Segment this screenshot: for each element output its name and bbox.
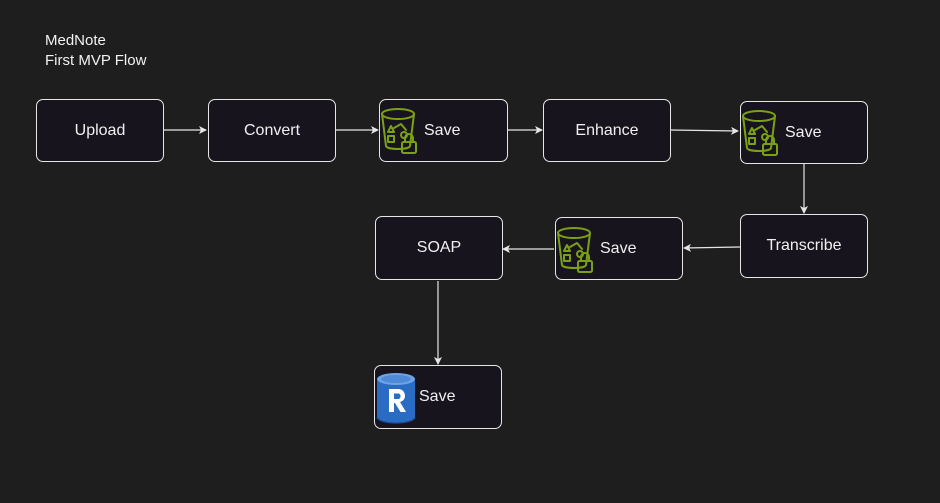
node-save-bucket-1-label: Save <box>424 121 461 139</box>
node-save-bucket-3[interactable]: Save <box>555 217 683 280</box>
node-save-bucket-2[interactable]: Save <box>740 101 868 164</box>
storage-bucket-lock-icon <box>380 106 424 156</box>
node-soap-label: SOAP <box>416 239 462 256</box>
node-convert-label: Convert <box>243 121 301 139</box>
node-upload-label: Upload <box>74 121 126 139</box>
redis-database-icon <box>375 371 417 425</box>
node-upload[interactable]: Upload <box>36 99 164 162</box>
diagram-title: MedNote First MVP Flow <box>45 31 146 71</box>
node-soap[interactable]: SOAP <box>375 216 503 280</box>
connector-transcribe-to-save <box>683 243 741 252</box>
storage-bucket-lock-icon <box>741 108 785 158</box>
node-save-bucket-2-label: Save <box>785 123 822 141</box>
diagram-title-line-2: First MVP Flow <box>45 52 147 69</box>
node-enhance-label: Enhance <box>575 121 639 139</box>
node-enhance[interactable]: Enhance <box>543 99 671 162</box>
node-save-bucket-1[interactable]: Save <box>379 99 508 162</box>
node-save-database-label: Save <box>419 388 456 405</box>
node-convert[interactable]: Convert <box>208 99 336 162</box>
storage-bucket-lock-icon <box>556 225 600 275</box>
connector-enhance-to-save <box>669 126 739 135</box>
node-save-bucket-3-label: Save <box>600 239 637 257</box>
node-transcribe-label: Transcribe <box>766 237 842 254</box>
diagram-title-line-1: MedNote <box>45 32 106 49</box>
node-save-database[interactable]: Save <box>374 365 502 429</box>
node-transcribe[interactable]: Transcribe <box>740 214 868 278</box>
